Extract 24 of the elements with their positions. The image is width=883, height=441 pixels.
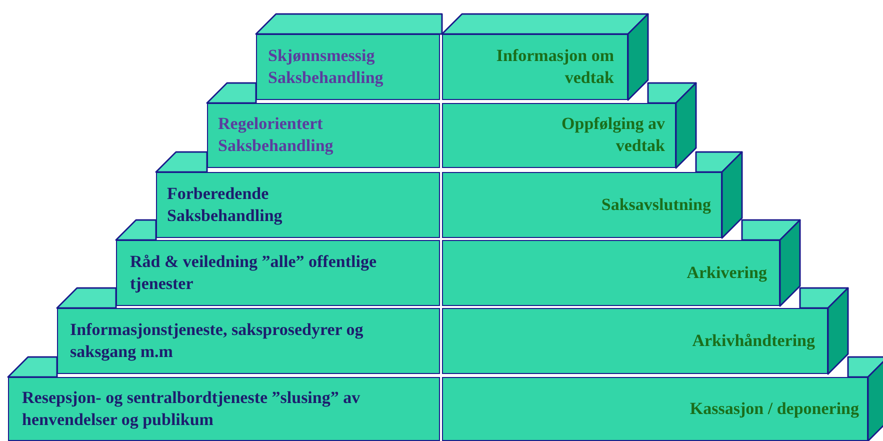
block-label: Regelorientert Saksbehandling (218, 113, 334, 157)
block-label: Resepsjon- og sentralbordtjeneste ”slusing” av henvendelser og publikum (22, 386, 362, 431)
block-label: Skjønnsmessig Saksbehandling (268, 44, 384, 89)
pyramid-block (116, 240, 440, 306)
block-label: Saksavslutning (600, 194, 711, 216)
pyramid-block (442, 240, 780, 306)
pyramid-block (442, 34, 628, 100)
pyramid-block (156, 172, 440, 238)
block-label: Arkivhåndtering (691, 330, 815, 352)
block-label: Råd & veiledning ”alle” offentlige tjenester (130, 250, 378, 295)
block-label: Forberedende Saksbehandling (167, 182, 284, 227)
pyramid-block (442, 103, 676, 168)
pyramid-block (8, 377, 440, 441)
block-label: Kassasjon / deponering (688, 398, 859, 420)
block-label: Arkivering (686, 262, 767, 284)
block-label: Oppfølging av vedtak (560, 113, 665, 157)
pyramid-block (57, 308, 440, 374)
block-label: Informasjonstjeneste, saksprosedyrer og saksgang m.m (70, 318, 364, 363)
pyramid-block (256, 34, 440, 100)
pyramid-block (442, 377, 868, 441)
block-label: Informasjon om vedtak (495, 44, 614, 88)
pyramid-block (442, 308, 828, 374)
pyramid-block (442, 172, 722, 238)
pyramid-block (207, 103, 440, 168)
